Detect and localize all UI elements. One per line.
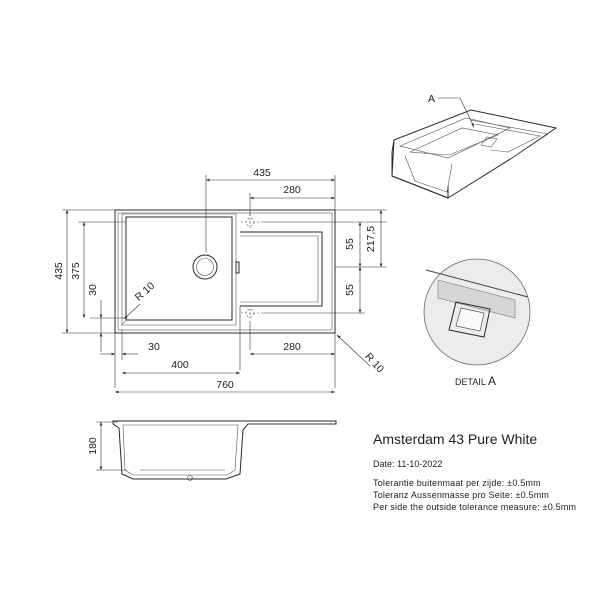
detail-label: DETAIL A — [455, 374, 496, 388]
detail-overflow-slot — [448, 301, 491, 338]
dim-radius-outer: R 10 — [362, 351, 386, 376]
section-view: 180 — [87, 420, 337, 481]
dim-right-217-5: 217,5 — [365, 226, 377, 252]
overflow-slot — [235, 261, 240, 274]
iso-bowl-rim — [399, 117, 511, 159]
drainboard-outline — [240, 231, 323, 307]
detail-callout: A — [428, 93, 435, 105]
dim-bottom-400: 400 — [171, 359, 189, 371]
iso-overflow — [480, 136, 498, 148]
isometric-view: A — [391, 93, 558, 199]
plan-view — [114, 209, 336, 334]
dim-bottom-760: 760 — [216, 379, 234, 391]
tap-hole-top — [241, 214, 263, 230]
dim-right-55-bottom: 55 — [344, 284, 356, 296]
drawing-date: Date: 11-10-2022 — [373, 459, 443, 469]
dim-bottom-30: 30 — [148, 341, 160, 353]
tolerance-en: Per side the outside tolerance measure: … — [373, 502, 577, 512]
detail-label-letter: A — [488, 374, 497, 388]
dim-left-375: 375 — [70, 262, 82, 280]
iso-outline — [391, 109, 558, 199]
dimension-lines — [62, 175, 387, 394]
dim-radius-inner: R 10 — [133, 280, 158, 304]
product-title: Amsterdam 43 Pure White — [373, 431, 538, 447]
drain-outer — [192, 254, 218, 280]
tolerance-de: Toleranz Aussenmasse pro Seite: ±0.5mm — [373, 490, 550, 500]
tolerance-nl: Tolerantie buitenmaat per zijde: ±0.5mm — [373, 478, 541, 488]
detail-label-prefix: DETAIL — [455, 377, 486, 387]
dim-right-55-top: 55 — [344, 238, 356, 250]
dim-section-180: 180 — [87, 437, 99, 455]
dim-top-435: 435 — [253, 167, 271, 179]
dimension-labels: 435 280 55 217,5 55 435 375 30 R 10 R 10… — [53, 167, 386, 391]
dim-left-435: 435 — [53, 262, 65, 280]
section-profile — [112, 420, 337, 480]
dim-left-30: 30 — [87, 284, 99, 296]
bowl-outline — [125, 216, 233, 321]
drain-inner — [196, 258, 214, 276]
dim-top-280: 280 — [283, 184, 301, 196]
tap-hole-bottom — [241, 305, 263, 321]
dim-bottom-280: 280 — [283, 341, 301, 353]
detail-a-view — [423, 258, 531, 366]
sink-outline — [114, 209, 336, 334]
